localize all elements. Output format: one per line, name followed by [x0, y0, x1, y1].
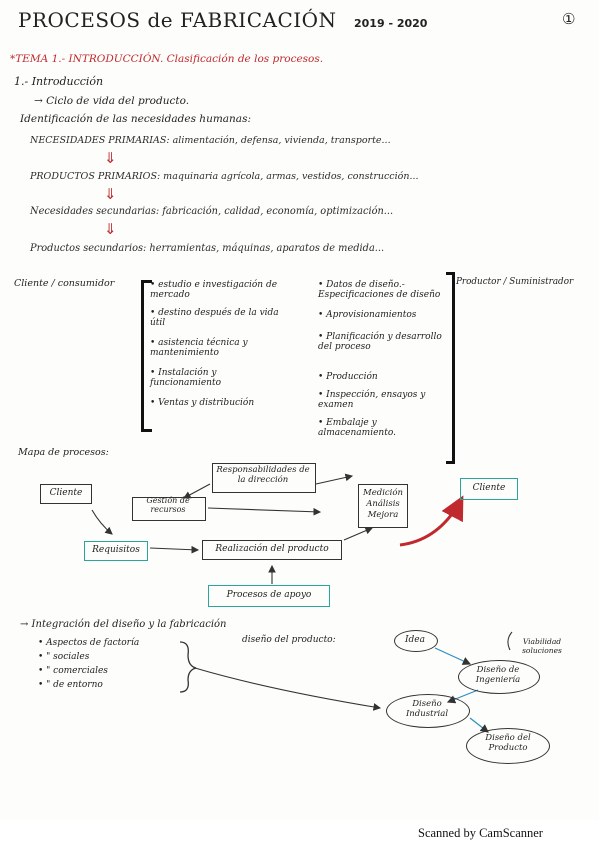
procesos-apoyo-label: Procesos de apoyo — [226, 590, 312, 600]
secondary-needs: Necesidades secundarias: fabricación, ca… — [30, 206, 394, 217]
aspects-list: • Aspectos de factoría • " sociales • " … — [38, 638, 178, 694]
list-item: • Inspección, ensayos y examen — [318, 390, 426, 411]
requisitos-box — [84, 541, 148, 561]
responsabilidades-box — [212, 463, 316, 493]
list-item: • asistencia técnica y mantenimiento — [150, 338, 248, 359]
list-item: • Aprovisionamientos — [318, 310, 417, 320]
supplier-label: Productor / Suministrador — [456, 277, 574, 287]
notebook-page: PROCESOS de FABRICACIÓN 2019 - 2020 ① *T… — [10, 8, 576, 764]
realizacion-label: Realización del producto — [215, 544, 329, 554]
list-item: • " comerciales — [38, 666, 108, 676]
cliente-left-label: Cliente — [49, 488, 83, 498]
client-left-list: • estudio e investigación de mercado • d… — [150, 280, 280, 418]
diseno-industrial-oval — [386, 694, 470, 728]
list-item: • Ventas y distribución — [150, 398, 255, 408]
gestion-recursos-box — [132, 497, 206, 521]
list-item: • Datos de diseño.- Especificaciones de … — [318, 280, 441, 301]
page-title: PROCESOS de FABRICACIÓN — [18, 8, 337, 32]
idea-oval — [394, 630, 438, 652]
list-item: • Instalación y funcionamiento — [150, 368, 221, 389]
left-bracket — [141, 280, 152, 432]
responsabilidades-label: Responsabilidades de la dirección — [216, 465, 310, 485]
procesos-apoyo-box — [208, 585, 330, 607]
intro-heading: 1.- Introducción — [14, 75, 104, 88]
process-map-heading: Mapa de procesos: — [18, 447, 109, 458]
arrow-down-3: ⇓ — [104, 220, 117, 238]
cliente-right-label: Cliente — [472, 483, 506, 493]
primary-needs: NECESIDADES PRIMARIAS: alimentación, def… — [30, 135, 391, 146]
requisitos-label: Requisitos — [92, 545, 140, 555]
list-item: • Producción — [318, 372, 378, 382]
client-consumer-label: Cliente / consumidor — [14, 278, 115, 289]
gestion-recursos-label: Gestión de recursos — [146, 496, 190, 515]
diagram-arrows — [91, 473, 513, 733]
scanner-watermark: Scanned by CamScanner — [418, 826, 543, 840]
arrow-down-1: ⇓ — [104, 149, 117, 167]
diseno-ingenieria-oval — [458, 660, 540, 694]
diseno-ingenieria-label: Diseño de Ingeniería — [475, 665, 521, 685]
medicion-box — [358, 484, 408, 528]
primary-products: PRODUCTOS PRIMARIOS: maquinaria agrícola… — [30, 171, 419, 182]
integration-heading: → Integración del diseño y la fabricació… — [20, 619, 227, 630]
list-item: • Planificación y desarrollo del proceso — [318, 332, 442, 353]
cliente-left-box — [40, 484, 92, 504]
diseno-producto-label: Diseño del Producto — [485, 733, 531, 753]
realizacion-box — [202, 540, 342, 560]
viabilidad-label: Viabilidad soluciones — [522, 637, 562, 655]
list-item: • destino después de la vida útil — [150, 308, 279, 329]
arrow-down-2: ⇓ — [104, 185, 117, 203]
medicion-label: Medición Análisis Mejora — [363, 488, 403, 521]
right-bracket — [446, 272, 455, 464]
year-label: 2019 - 2020 — [354, 17, 428, 30]
list-item: • Aspectos de factoría — [38, 638, 140, 648]
list-item: • estudio e investigación de mercado — [150, 280, 278, 301]
topic-title: *TEMA 1.- INTRODUCCIÓN. Clasificación de… — [10, 53, 324, 65]
cliente-right-box — [460, 478, 518, 500]
diseno-industrial-label: Diseño Industrial — [405, 699, 449, 719]
diseno-producto-oval — [466, 728, 550, 764]
product-design-label: diseño del producto: — [242, 635, 336, 645]
life-cycle-line: → Ciclo de vida del producto. — [34, 95, 190, 107]
list-item: • " de entorno — [38, 680, 103, 690]
idea-label: Idea — [404, 635, 425, 645]
page-number: ① — [562, 10, 576, 28]
list-item: • Embalaje y almacenamiento. — [318, 418, 396, 439]
list-item: • " sociales — [38, 652, 90, 662]
secondary-products: Productos secundarios: herramientas, máq… — [30, 243, 385, 254]
client-right-list: • Datos de diseño.- Especificaciones de … — [318, 280, 446, 438]
needs-identification: Identificación de las necesidades humana… — [20, 113, 251, 125]
